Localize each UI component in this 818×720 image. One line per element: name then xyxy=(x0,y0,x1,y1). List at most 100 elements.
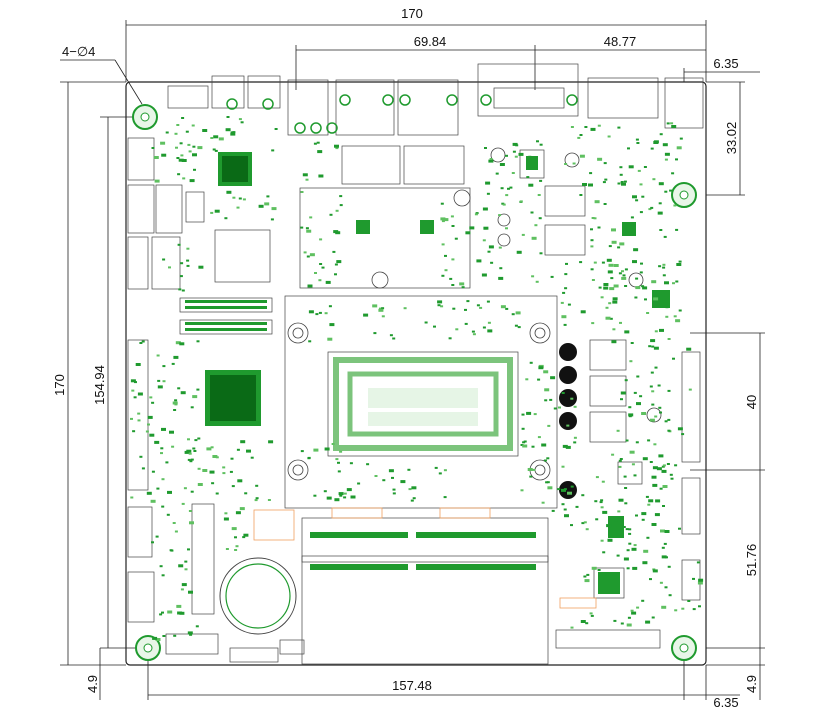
smd-pad xyxy=(632,260,637,264)
smd-pad xyxy=(189,460,193,463)
smd-pad xyxy=(671,125,677,128)
smd-pad xyxy=(318,311,322,314)
smd-pad xyxy=(162,380,166,383)
smd-pad xyxy=(488,159,494,163)
smd-pad xyxy=(482,239,486,242)
smd-pad xyxy=(602,181,606,184)
smd-pad xyxy=(481,273,487,277)
smd-pad xyxy=(180,154,184,157)
smd-pad xyxy=(236,448,240,451)
smd-pad xyxy=(319,238,323,241)
smd-pad xyxy=(562,444,568,448)
smd-pad xyxy=(625,528,629,531)
smd-pad xyxy=(590,228,593,231)
smd-pad xyxy=(609,287,615,291)
smd-pad xyxy=(154,440,160,444)
smd-pad xyxy=(218,137,224,141)
smd-pad xyxy=(349,462,353,465)
smd-pad xyxy=(641,512,647,516)
smd-pad xyxy=(668,594,672,597)
smd-pad xyxy=(434,466,438,469)
smd-pad xyxy=(472,333,476,336)
smd-pad xyxy=(531,275,535,278)
smd-pad xyxy=(632,566,638,570)
smd-pad xyxy=(187,458,191,461)
smd-pad xyxy=(407,468,411,471)
smd-pad xyxy=(379,307,382,310)
smd-pad xyxy=(174,530,178,533)
smd-pad xyxy=(653,141,659,144)
smd-pad xyxy=(459,282,465,286)
smd-pad xyxy=(583,575,587,578)
smd-pad xyxy=(654,330,658,333)
smd-pad xyxy=(590,127,596,131)
smd-pad xyxy=(454,237,458,240)
smd-pad xyxy=(583,521,587,524)
smd-pad xyxy=(474,213,478,216)
smd-pad xyxy=(673,315,677,318)
smd-pad xyxy=(579,194,583,196)
smd-pad xyxy=(175,146,178,149)
smd-pad xyxy=(192,395,198,399)
smd-pad xyxy=(618,272,622,275)
smd-pad xyxy=(566,424,570,427)
smd-pad xyxy=(182,177,186,180)
smd-pad xyxy=(624,285,628,287)
smd-pad xyxy=(521,413,525,416)
smd-pad xyxy=(590,239,594,242)
smd-pad xyxy=(159,613,163,616)
smd-pad xyxy=(391,476,394,479)
smd-pad xyxy=(161,153,167,157)
smd-pad xyxy=(681,433,685,436)
smd-pad xyxy=(186,449,192,453)
smd-pad xyxy=(626,623,632,627)
smd-pad xyxy=(523,440,527,443)
smd-pad xyxy=(509,186,513,189)
smd-pad xyxy=(573,405,577,408)
smd-pad xyxy=(538,217,542,220)
smd-pad xyxy=(188,590,193,594)
smd-pad xyxy=(389,334,393,337)
smd-pad xyxy=(222,466,226,469)
smd-pad xyxy=(189,633,193,636)
mounting-holes xyxy=(132,104,697,661)
smd-pad xyxy=(161,574,165,577)
smd-pad xyxy=(549,398,553,401)
smd-pad xyxy=(647,503,651,506)
smd-pad xyxy=(167,490,172,494)
smd-pad xyxy=(581,522,585,525)
smd-pad xyxy=(372,304,378,308)
smd-pad xyxy=(464,322,468,325)
smd-pad xyxy=(581,494,585,497)
smd-pad xyxy=(155,638,161,641)
smd-pad xyxy=(173,409,177,411)
smd-pad xyxy=(334,273,337,276)
smd-pad xyxy=(648,345,652,348)
smd-pad xyxy=(141,340,145,343)
smd-pad xyxy=(533,413,537,416)
smd-pad xyxy=(189,179,195,183)
smd-pad xyxy=(635,441,639,444)
smd-pad xyxy=(190,490,194,493)
smd-pad xyxy=(189,521,194,525)
smd-pad xyxy=(392,337,396,340)
smd-pad xyxy=(650,206,654,209)
smd-pad xyxy=(670,477,674,480)
smd-pad xyxy=(507,187,510,190)
smd-pad xyxy=(565,445,571,449)
smd-pad xyxy=(605,306,609,309)
smd-pad xyxy=(171,362,175,365)
smd-pad xyxy=(605,316,611,320)
smd-pad xyxy=(162,258,166,261)
smd-pad xyxy=(181,583,187,587)
smd-pad xyxy=(516,250,522,254)
smd-pad xyxy=(443,496,447,499)
smd-pad xyxy=(514,324,518,327)
smd-pad xyxy=(662,274,666,277)
smd-pad xyxy=(174,403,178,406)
smd-pad xyxy=(155,535,159,538)
smd-pad xyxy=(192,447,196,450)
smd-pad xyxy=(505,194,509,197)
smd-pad xyxy=(629,450,635,454)
smd-pad xyxy=(547,486,553,490)
